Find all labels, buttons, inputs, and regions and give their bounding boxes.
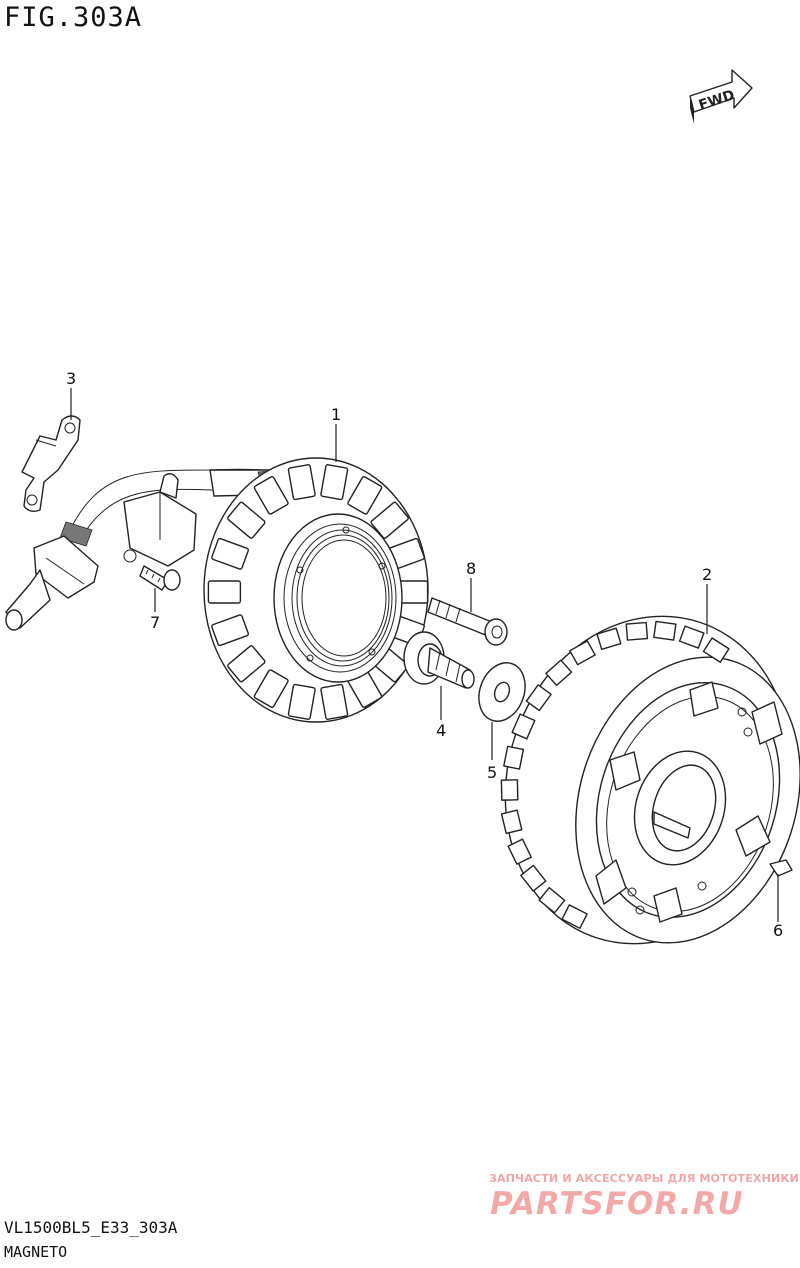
figure-name: MAGNETO [4,1243,68,1261]
figure-title: FIG.303A [4,2,143,33]
rotor-slot [596,627,622,651]
part-8-bolt [427,597,508,646]
stator-pole [207,580,242,604]
stator-pole [227,645,266,683]
rotor-slot [520,864,547,892]
callout-5: 5 [487,763,497,782]
callout-6: 6 [773,921,783,940]
stator-pole [287,683,316,720]
rotor-slot [561,904,588,929]
rotor-slot [678,625,705,649]
part-6-key [769,859,793,877]
part-7-bolt [139,565,181,591]
stator-pole [253,476,289,515]
callout-7: 7 [150,613,160,632]
part-1-stator [203,457,429,723]
figure-code: VL1500BL5_E33_303A [4,1218,178,1237]
rotor-slot [653,620,677,641]
stator-pole [227,501,266,539]
stator-pole [211,614,249,647]
fwd-arrow-icon: FWD [689,69,753,124]
part-2-rotor [500,615,800,945]
part-3-bracket [21,415,81,513]
rotor-slot [507,838,532,865]
stator-pole [211,537,249,570]
stator-pole [347,476,383,515]
callout-1: 1 [331,405,341,424]
wire-clamp [123,473,197,567]
stator-pole [253,669,289,708]
callout-4: 4 [436,721,446,740]
stator-pole [287,464,316,501]
watermark-logo: PARTSFOR.RU [490,1186,744,1222]
stator-pole [370,501,409,539]
rotor-slot [500,809,523,835]
rotor-slot [538,886,566,914]
rotor-slot [500,779,519,801]
rotor-slot [545,659,573,687]
rotor-slot [702,637,730,663]
stator-pole [320,683,349,720]
callout-8: 8 [466,559,476,578]
rotor-slot [525,684,552,712]
rotor-slot [511,713,536,740]
stator-pole [320,464,349,501]
rotor-slot [625,621,649,641]
callout-3: 3 [66,369,76,388]
watermark-tagline: ЗАПЧАСТИ И АКСЕССУАРЫ ДЛЯ МОТОТЕХНИКИ [489,1172,799,1185]
callout-2: 2 [702,565,712,584]
wire-connector [5,535,99,631]
rotor-slot [569,640,596,666]
part-4-flange-bolt [403,631,475,689]
part-5-washer [478,662,526,722]
leader-lines [70,388,779,922]
rotor-slot [503,745,525,770]
